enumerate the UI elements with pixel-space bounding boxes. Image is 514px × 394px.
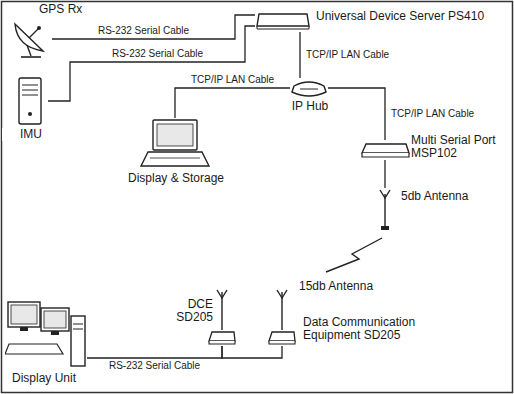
device-node: DCE SD205 (208, 330, 236, 346)
tower-icon (12, 76, 48, 126)
cable-line (87, 346, 222, 358)
cable-label: TCP/IP LAN Cable (190, 74, 275, 86)
hub-icon (290, 78, 328, 98)
du-icon (5, 298, 87, 370)
cable-line (328, 88, 385, 140)
cable-line (48, 26, 255, 101)
ant-icon (376, 188, 394, 232)
device-label: DCE SD205 (168, 298, 214, 324)
dish-icon (10, 20, 52, 58)
cable-label: RS-232 Serial Cable (111, 48, 204, 60)
dce-antenna (217, 290, 227, 330)
box-icon (268, 330, 296, 346)
device-label: Data Communication Equipment SD205 (302, 316, 444, 342)
cable-line (384, 160, 385, 188)
wireless-link (326, 238, 382, 272)
cable-line (299, 32, 300, 78)
cable-label: RS-232 Serial Cable (97, 25, 190, 37)
device-label: Universal Device Server PS410 (315, 10, 509, 23)
device-label: IP Hub (282, 100, 338, 113)
device-label: IMU (2, 128, 60, 141)
device-label: 5db Antenna (400, 190, 488, 203)
laptop-icon (140, 118, 210, 170)
device-label: Display & Storage (115, 172, 237, 185)
device-node: Display Unit (5, 298, 87, 370)
device-label: GPS Rx (38, 3, 100, 16)
device-label: Display Unit (11, 372, 103, 385)
box-icon (208, 330, 236, 346)
cable-line (175, 88, 290, 118)
device-label: Multi Serial Port MSP102 (410, 134, 510, 160)
device-node: Display & Storage (140, 118, 210, 170)
device-node: 5db Antenna (376, 188, 394, 232)
cable-line (222, 346, 282, 358)
device-node: Data Communication Equipment SD205 (268, 330, 296, 346)
msp-icon (360, 140, 410, 160)
device-node: IP Hub (290, 78, 328, 98)
device-node: Universal Device Server PS410 (255, 8, 310, 32)
cable-label: TCP/IP LAN Cable (390, 108, 475, 120)
server-icon (255, 8, 310, 32)
device-node: Multi Serial Port MSP102 (360, 140, 410, 160)
antenna-label: 15db Antenna (298, 280, 374, 293)
cable-label: RS-232 Serial Cable (108, 360, 201, 372)
cable-label: TCP/IP LAN Cable (305, 49, 390, 61)
device-node: GPS Rx (10, 20, 52, 58)
cable-line (52, 15, 255, 39)
dce2-antenna (277, 290, 287, 330)
device-node: IMU (12, 76, 48, 126)
